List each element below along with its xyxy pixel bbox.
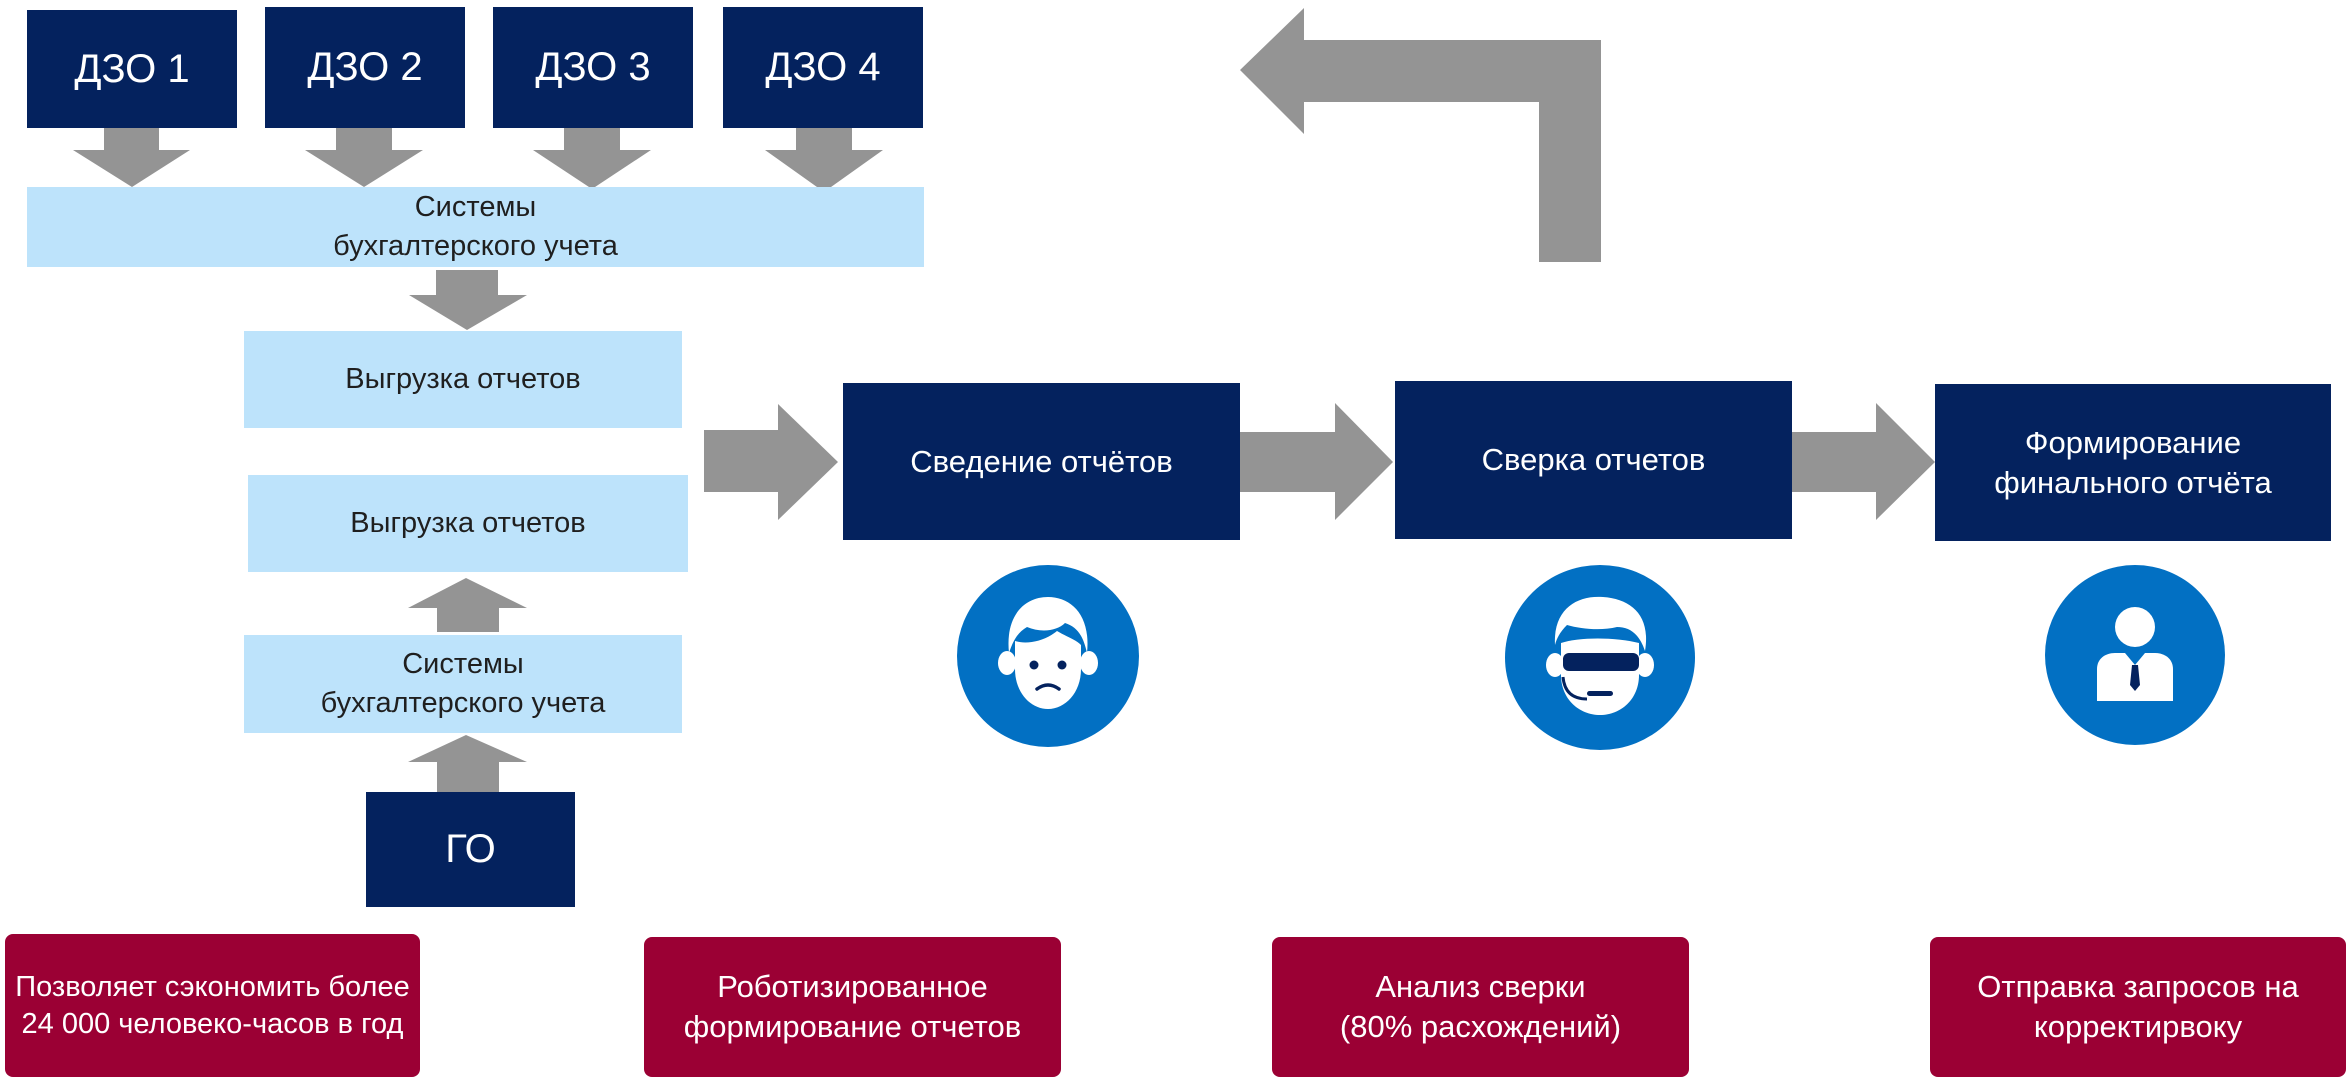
analyst-face-icon	[1505, 565, 1695, 750]
arrow-down-dzo1	[73, 128, 190, 187]
arrow-up-export	[408, 578, 527, 632]
accounting-systems-top: Системы бухгалтерского учета	[27, 187, 924, 267]
arrow-down-systems	[409, 270, 527, 330]
step-final-report: Формирование финального отчёта	[1935, 384, 2331, 541]
note-robotic-reporting: Роботизированное формирование отчетов	[644, 937, 1061, 1077]
accounting-systems-bottom: Системы бухгалтерского учета	[244, 635, 682, 733]
step-consolidation: Сведение отчётов	[843, 383, 1240, 540]
arrow-return-loop	[1240, 8, 1601, 262]
source-dzo-1: ДЗО 1	[27, 10, 237, 128]
source-dzo-4: ДЗО 4	[723, 7, 923, 128]
arrow-right-to-reconciliation	[1240, 403, 1393, 520]
note-reconciliation-analysis: Анализ сверки (80% расхождений)	[1272, 937, 1689, 1077]
source-dzo-3: ДЗО 3	[493, 7, 693, 128]
business-person-icon	[2045, 565, 2225, 745]
arrow-down-dzo2	[305, 128, 423, 187]
arrow-right-to-consolidation	[704, 404, 838, 520]
robot-face-icon	[957, 565, 1139, 747]
source-dzo-2: ДЗО 2	[265, 7, 465, 128]
arrow-down-dzo3	[533, 128, 651, 189]
export-reports-bottom: Выгрузка отчетов	[248, 475, 688, 572]
step-reconciliation: Сверка отчетов	[1395, 381, 1792, 539]
arrow-down-dzo4	[765, 128, 883, 192]
note-savings: Позволяет сэкономить более 24 000 челове…	[5, 934, 420, 1077]
head-office: ГО	[366, 792, 575, 907]
note-correction-requests: Отправка запросов на корректирвоку	[1930, 937, 2346, 1077]
arrow-up-go	[408, 735, 527, 792]
export-reports-top: Выгрузка отчетов	[244, 331, 682, 428]
arrow-right-to-final	[1792, 403, 1935, 520]
